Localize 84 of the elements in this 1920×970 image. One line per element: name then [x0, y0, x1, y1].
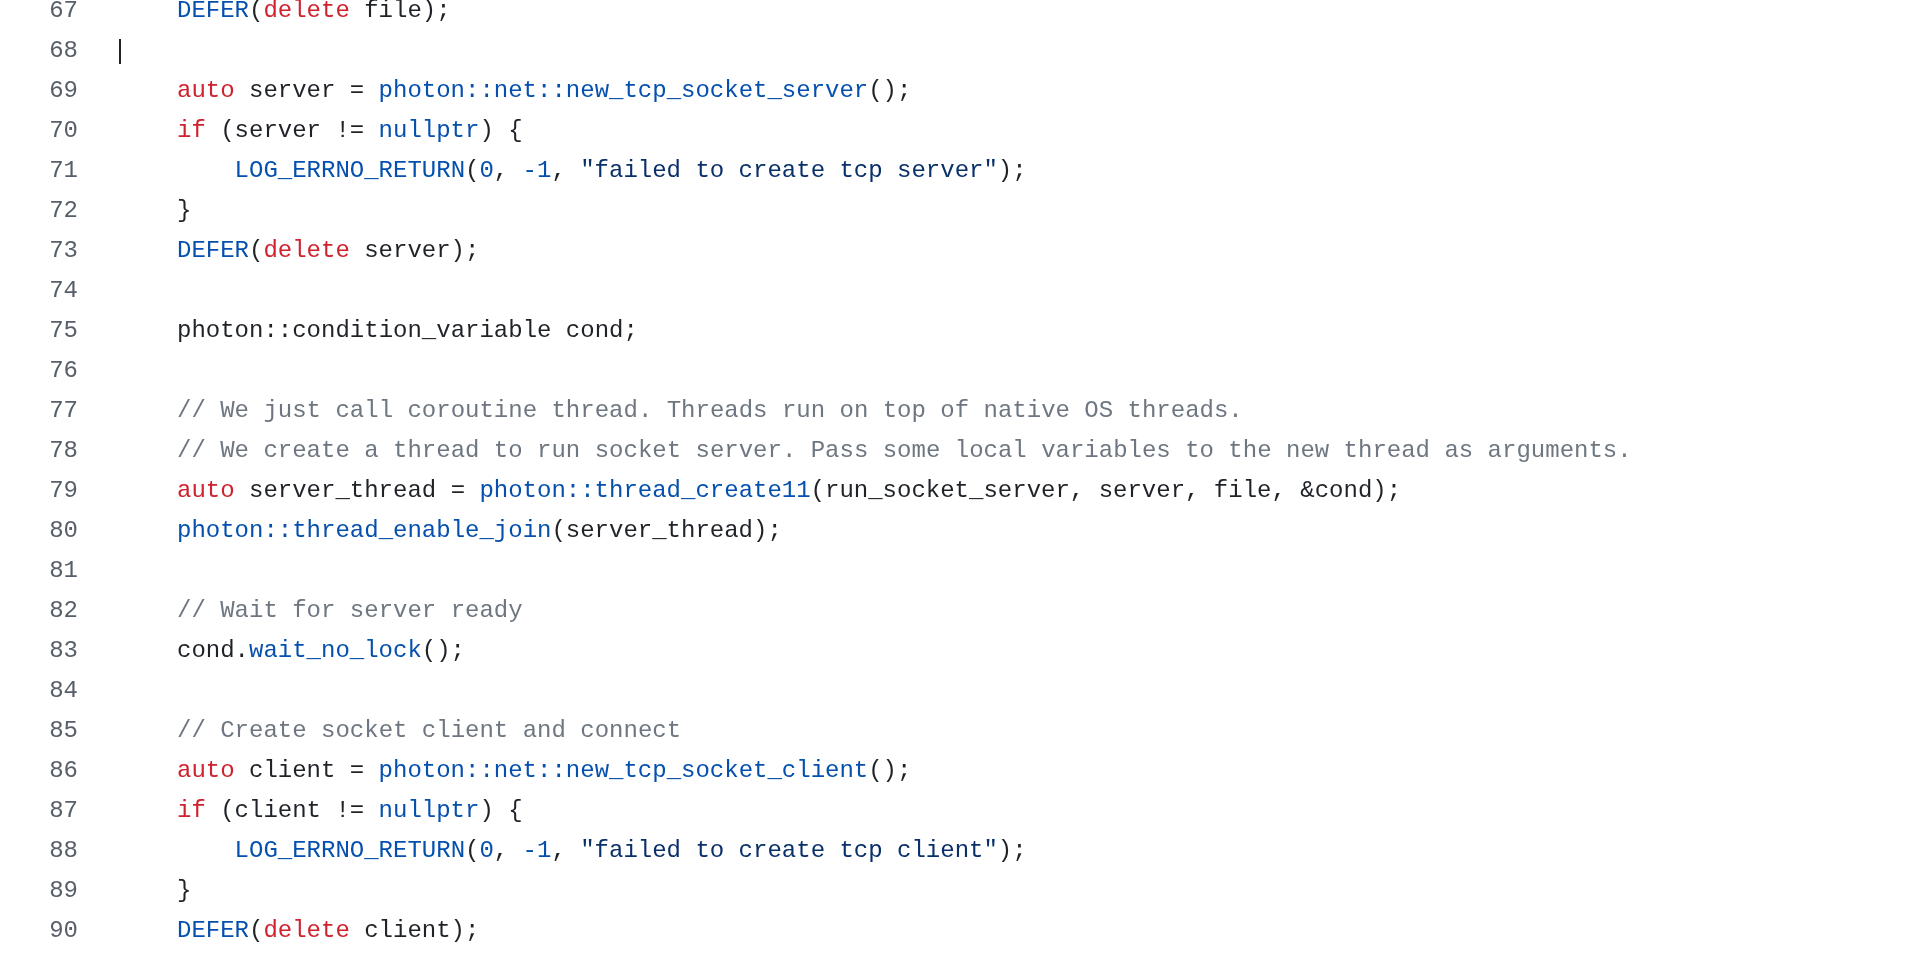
code-text: ();: [421, 636, 465, 666]
code-text: ,: [493, 836, 509, 866]
line-number: 70: [48, 116, 78, 146]
code-text: }: [177, 196, 192, 226]
code-identifier: wait_no_lock: [249, 636, 422, 666]
code-keyword: if: [177, 796, 206, 826]
code-identifier: DEFER: [177, 236, 249, 266]
code-text: (client !=: [220, 796, 365, 826]
code-keyword: delete: [263, 236, 350, 266]
code-text: server);: [364, 236, 480, 266]
line-number: 72: [48, 196, 78, 226]
line-number: 69: [48, 76, 78, 106]
code-text: );: [997, 156, 1027, 186]
code-number: -1: [522, 836, 552, 866]
code-keyword: auto: [177, 756, 235, 786]
code-text: ) {: [479, 116, 523, 146]
line-number: 76: [48, 356, 78, 386]
line-number: 67: [48, 0, 78, 26]
code-text: ,: [551, 836, 566, 866]
code-text: );: [997, 836, 1027, 866]
code-number: -1: [522, 156, 552, 186]
line-number: 82: [48, 596, 78, 626]
code-identifier: LOG_ERRNO_RETURN: [234, 836, 466, 866]
code-text: ();: [868, 756, 912, 786]
line-number: 74: [48, 276, 78, 306]
line-number: 90: [48, 916, 78, 946]
line-number: 83: [48, 636, 78, 666]
code-text: (: [249, 236, 264, 266]
code-comment: // We just call coroutine thread. Threads run on top of native OS threads.: [177, 396, 1243, 426]
line-number: 81: [48, 556, 78, 586]
line-number: 68: [48, 36, 78, 66]
code-keyword: if: [177, 116, 206, 146]
code-keyword: delete: [263, 916, 350, 946]
code-text: client);: [364, 916, 480, 946]
code-comment: // Wait for server ready: [177, 596, 523, 626]
code-string: "failed to create tcp server": [580, 156, 998, 186]
code-text: (server_thread);: [551, 516, 782, 546]
code-text: ,: [493, 156, 509, 186]
code-identifier: LOG_ERRNO_RETURN: [234, 156, 466, 186]
line-number: 86: [48, 756, 78, 786]
line-number: 71: [48, 156, 78, 186]
line-number: 79: [48, 476, 78, 506]
code-text: (server !=: [220, 116, 365, 146]
line-number: 78: [48, 436, 78, 466]
code-number: 0: [479, 836, 494, 866]
code-text: (: [465, 836, 480, 866]
code-text: (: [249, 0, 264, 26]
code-text: (: [249, 916, 264, 946]
code-comment: // Create socket client and connect: [177, 716, 682, 746]
code-identifier: nullptr: [378, 796, 480, 826]
code-text: server =: [249, 76, 365, 106]
code-identifier: photon::net::new_tcp_socket_client: [378, 756, 869, 786]
code-identifier: DEFER: [177, 0, 249, 26]
code-keyword: delete: [263, 0, 350, 26]
code-identifier: photon::thread_create11: [479, 476, 811, 506]
code-identifier: photon::net::new_tcp_socket_server: [378, 76, 869, 106]
code-text: ) {: [479, 796, 523, 826]
line-number: 89: [48, 876, 78, 906]
code-identifier: nullptr: [378, 116, 480, 146]
code-keyword: auto: [177, 76, 235, 106]
code-comment: // We create a thread to run socket server. Pass some local variables to the new thread as arguments.: [177, 436, 1632, 466]
code-text: photon::condition_variable cond;: [177, 316, 638, 346]
code-text: client =: [249, 756, 365, 786]
code-keyword: auto: [177, 476, 235, 506]
line-number: 87: [48, 796, 78, 826]
line-number: 84: [48, 676, 78, 706]
code-text: (: [465, 156, 480, 186]
line-number: 77: [48, 396, 78, 426]
code-text: server_thread =: [249, 476, 466, 506]
code-identifier: photon::thread_enable_join: [177, 516, 552, 546]
line-number: 73: [48, 236, 78, 266]
code-text: (run_socket_server, server, file, &cond);: [810, 476, 1402, 506]
line-number: 75: [48, 316, 78, 346]
code-string: "failed to create tcp client": [580, 836, 998, 866]
code-text: ,: [551, 156, 566, 186]
code-number: 0: [479, 156, 494, 186]
code-text: }: [177, 876, 192, 906]
code-identifier: DEFER: [177, 916, 249, 946]
line-number: 85: [48, 716, 78, 746]
code-text: file);: [364, 0, 451, 26]
code-text: cond.: [177, 636, 249, 666]
line-number: 88: [48, 836, 78, 866]
line-number: 80: [48, 516, 78, 546]
code-text: ();: [868, 76, 912, 106]
